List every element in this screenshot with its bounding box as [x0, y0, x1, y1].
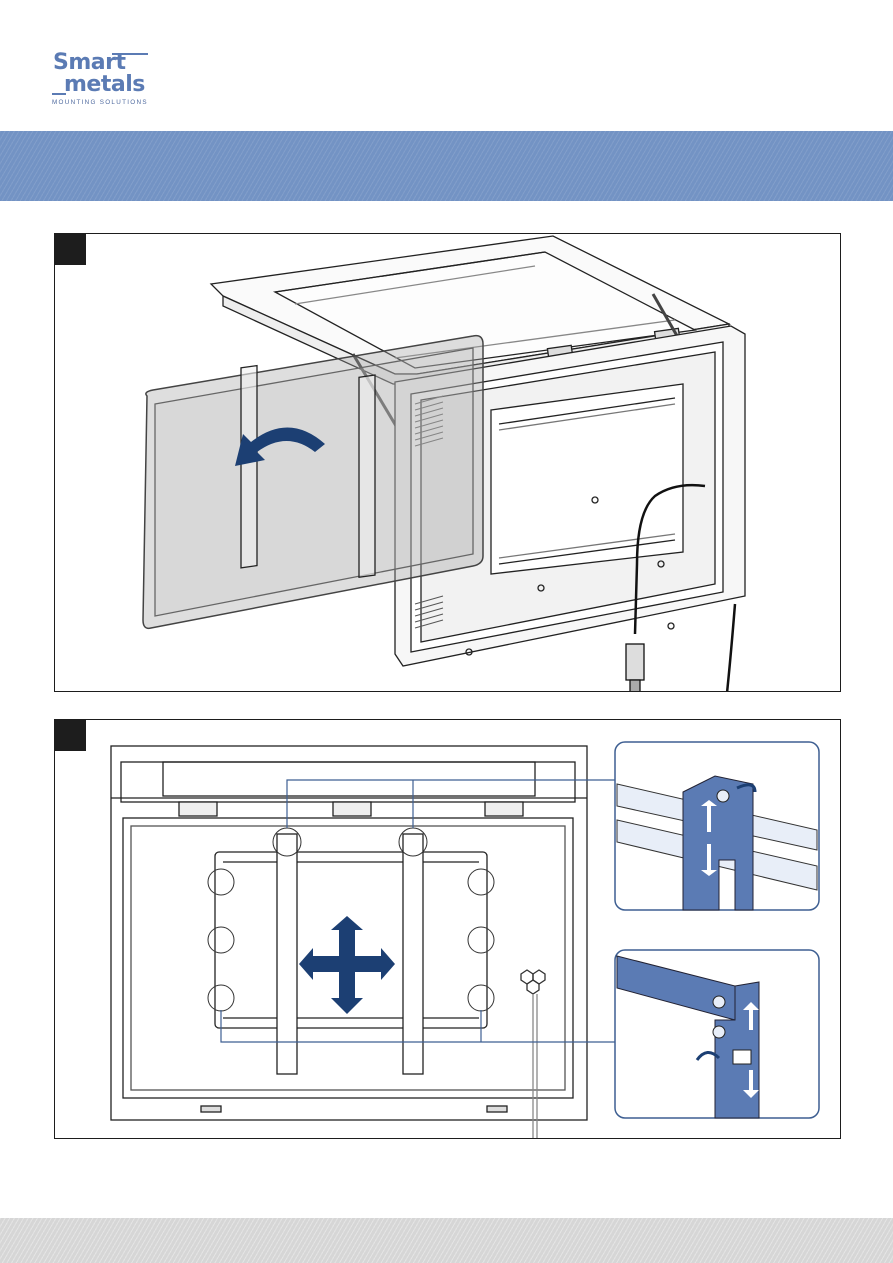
footer-band: [0, 1218, 893, 1263]
power-plug: [626, 644, 644, 692]
logo-word-metals: metals: [64, 74, 145, 96]
detail-callout-lower: [615, 950, 819, 1118]
header-banner: [0, 131, 893, 201]
logo-rule-bottom: [52, 93, 66, 95]
detail-callout-upper: [615, 742, 819, 910]
logo-word-smart: Smart: [53, 52, 125, 74]
step-1-illustration: [55, 234, 841, 692]
step-2-panel: [54, 719, 841, 1139]
logo-rule-top: [112, 53, 148, 55]
step-1-panel: [54, 233, 841, 692]
step-2-illustration: [55, 720, 841, 1139]
logo-subtitle: MOUNTING SOLUTIONS: [52, 99, 148, 106]
brand-logo: Smart metals MOUNTING SOLUTIONS: [50, 52, 154, 108]
